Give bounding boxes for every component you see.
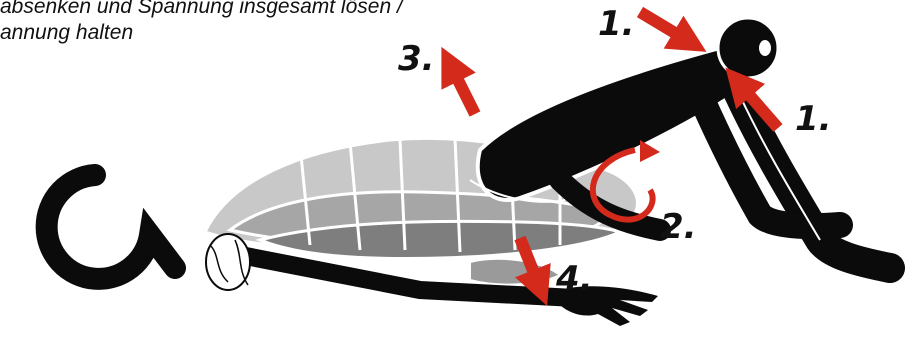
step-1-label-right: 1. xyxy=(795,99,832,139)
arrow-step-3 xyxy=(450,64,475,114)
step-3-label: 3. xyxy=(398,39,435,79)
arrow-step-1-top xyxy=(640,12,690,42)
step-1-label-top: 1. xyxy=(598,4,635,44)
step-2-label: 2. xyxy=(660,207,697,247)
step-4-label: 4. xyxy=(555,259,593,299)
